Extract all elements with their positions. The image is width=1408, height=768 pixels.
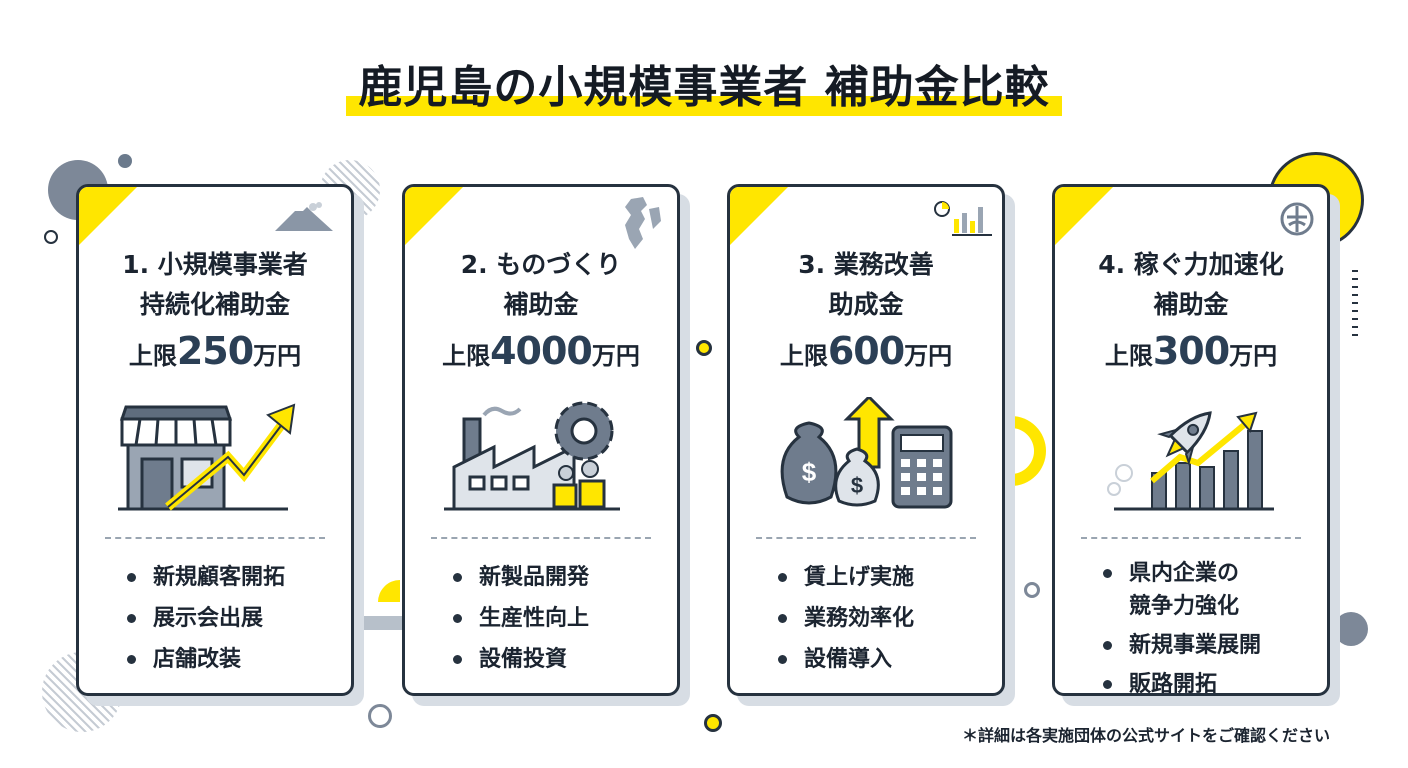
benefit-item: 店舗改装 (125, 639, 285, 680)
storefront-growth-icon (118, 403, 296, 511)
card-name-line2: 持続化補助金 (139, 290, 290, 319)
card-name: 4. 稼ぐ力加速化 補助金 (1055, 245, 1327, 325)
limit-amount: 4000 (490, 329, 593, 373)
card-corner-accent (405, 187, 463, 245)
limit-prefix: 上限 (128, 342, 177, 370)
subsidy-card-2: 2. ものづくり 補助金 上限4000万円 新製品開発 生産性向上 設備投資 (402, 184, 680, 696)
limit-suffix: 万円 (591, 342, 640, 370)
bullet-icon (778, 573, 787, 582)
decor-circle-left-ring (44, 230, 58, 244)
bullet-icon (127, 614, 136, 623)
card-limit: 上限250万円 (79, 329, 351, 373)
limit-amount: 600 (827, 329, 905, 373)
card-name-line1: 2. ものづくり (460, 250, 622, 279)
bullet-icon (778, 655, 787, 664)
benefit-list: 新規顧客開拓 展示会出展 店舗改装 (125, 557, 285, 680)
card-name: 3. 業務改善 助成金 (730, 245, 1002, 325)
bullet-icon (453, 573, 462, 582)
benefit-item: 新規事業展開 (1101, 629, 1261, 662)
page-title-text: 鹿児島の小規模事業者 補助金比較 (358, 62, 1050, 113)
limit-prefix: 上限 (1104, 342, 1153, 370)
bullet-icon (1103, 569, 1112, 578)
card-name-line2: 補助金 (503, 290, 579, 319)
card-name: 2. ものづくり 補助金 (405, 245, 677, 325)
bullet-icon (127, 655, 136, 664)
bullet-icon (453, 614, 462, 623)
decor-dot-yellow-1 (696, 340, 712, 356)
benefit-list: 新製品開発 生産性向上 設備投資 (451, 557, 589, 680)
kagoshima-map-icon (625, 197, 661, 249)
bullet-icon (778, 614, 787, 623)
card-limit: 上限600万円 (730, 329, 1002, 373)
benefit-item: 賃上げ実施 (776, 557, 914, 598)
benefit-item: 県内企業の競争力強化 (1101, 557, 1261, 623)
benefit-item: 展示会出展 (125, 598, 285, 639)
card-divider (756, 537, 976, 539)
card-name-line1: 4. 稼ぐ力加速化 (1098, 250, 1284, 279)
decor-arc-yellow (1006, 416, 1046, 486)
benefit-item: 生産性向上 (451, 598, 589, 639)
title-wrap: 鹿児島の小規模事業者 補助金比較 (0, 58, 1408, 118)
footnote: ＊詳細は各実施団体の公式サイトをご確認ください (961, 726, 1330, 745)
limit-suffix: 万円 (904, 342, 953, 370)
limit-suffix: 万円 (1229, 342, 1278, 370)
card-corner-accent (1055, 187, 1113, 245)
bullet-icon (1103, 680, 1112, 689)
decor-bar-grey (360, 616, 406, 630)
card-divider (431, 537, 651, 539)
page-title: 鹿児島の小規模事業者 補助金比較 (346, 58, 1062, 118)
crest-icon (1280, 202, 1314, 236)
benefit-item: 設備投資 (451, 639, 589, 680)
factory-gear-icon (444, 401, 620, 511)
svg-text:$: $ (802, 457, 817, 487)
subsidy-card-1: 1. 小規模事業者 持続化補助金 上限250万円 新規顧客開拓 展示会出展 店舗… (76, 184, 354, 696)
benefit-list: 賃上げ実施 業務効率化 設備導入 (776, 557, 914, 680)
card-name-line1: 3. 業務改善 (798, 250, 934, 279)
money-calculator-icon: $ $ (780, 397, 953, 509)
rocket-growth-icon (1107, 411, 1274, 511)
card-name-line2: 補助金 (1153, 290, 1229, 319)
decor-ring-bottom (368, 704, 392, 728)
benefit-item: 業務効率化 (776, 598, 914, 639)
volcano-icon (275, 202, 333, 231)
decor-arc-yellow-small (378, 580, 400, 602)
benefit-item: 販路開拓 (1101, 668, 1261, 693)
chart-icon (934, 201, 992, 236)
decor-stripes-right (1352, 270, 1358, 340)
svg-text:$: $ (851, 473, 863, 498)
benefit-item: 設備導入 (776, 639, 914, 680)
decor-dot-yellow-2 (704, 714, 722, 732)
subsidy-card-4: 4. 稼ぐ力加速化 補助金 上限300万円 県内企業の競争力強化 新規事業展開 … (1052, 184, 1330, 696)
decor-ring-mid (1024, 582, 1040, 598)
decor-circle-right (1334, 612, 1368, 646)
bullet-icon (453, 655, 462, 664)
card-corner-accent (730, 187, 788, 245)
card-divider (1081, 537, 1301, 539)
limit-prefix: 上限 (442, 342, 491, 370)
card-name-line2: 助成金 (828, 290, 904, 319)
benefit-list: 県内企業の競争力強化 新規事業展開 販路開拓 (1101, 557, 1261, 693)
subsidy-card-3: 3. 業務改善 助成金 上限600万円 $ $ 賃上げ実施 業務効率化 設備導入 (727, 184, 1005, 696)
card-corner-accent (79, 187, 137, 245)
decor-dot (118, 154, 132, 168)
bullet-icon (127, 573, 136, 582)
card-limit: 上限4000万円 (405, 329, 677, 373)
limit-prefix: 上限 (779, 342, 828, 370)
benefit-item: 新製品開発 (451, 557, 589, 598)
limit-amount: 250 (176, 329, 254, 373)
card-name-line1: 1. 小規模事業者 (122, 250, 308, 279)
limit-suffix: 万円 (253, 342, 302, 370)
card-name: 1. 小規模事業者 持続化補助金 (79, 245, 351, 325)
bullet-icon (1103, 641, 1112, 650)
card-limit: 上限300万円 (1055, 329, 1327, 373)
limit-amount: 300 (1152, 329, 1230, 373)
benefit-item: 新規顧客開拓 (125, 557, 285, 598)
card-divider (105, 537, 325, 539)
